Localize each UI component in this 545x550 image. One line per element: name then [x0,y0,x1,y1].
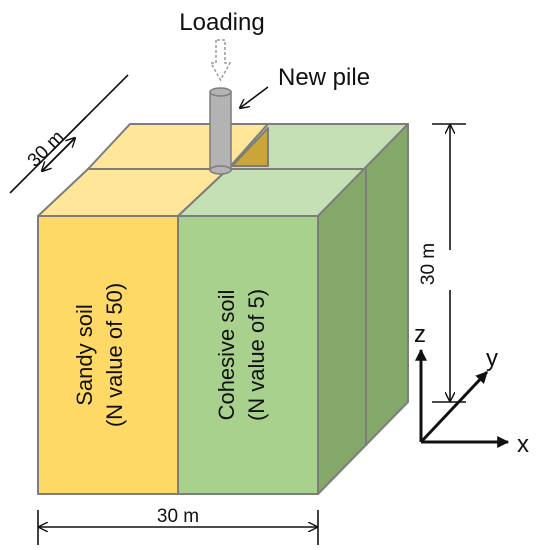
cohesive-front-face [177,215,319,495]
height-dim-label: 30 m [418,243,439,285]
pile-top [209,87,232,97]
sandy-front-face [37,215,179,495]
sandy-soil-nvalue: (N value of 50) [102,283,127,427]
depth-dim-arrow-b [41,138,75,172]
new-pile-label: New pile [278,64,370,91]
new-pile-pointer-arrow [240,86,269,108]
pile-slot [231,127,269,167]
sandy-soil-label: Sandy soil (N value of 50) [72,283,127,427]
sandy-soil-name: Sandy soil [72,304,97,406]
axis-z-label: z [414,321,426,348]
axis-y-arrow [419,370,489,444]
loading-arrow-icon [209,39,232,82]
depth-dim-label: 30 m [24,127,69,172]
pile-base [209,165,232,175]
height-dimension: 30 m [418,123,466,403]
width-dimension: 30 m [37,506,319,545]
cohesive-soil-label: Cohesive soil (N value of 5) [214,289,269,421]
soil-block [37,123,409,495]
cohesive-soil-name: Cohesive soil [214,290,239,421]
pile-shaft [209,91,232,171]
new-pile [209,87,232,175]
cohesive-soil-nvalue: (N value of 5) [244,289,269,421]
loading-label: Loading [179,9,264,36]
depth-dim-tick-b [51,74,129,152]
width-dim-label: 30 m [157,506,199,527]
axis-y-label: y [486,345,498,372]
axis-x-label: x [517,431,529,458]
coordinate-axes: z y x [414,321,529,458]
